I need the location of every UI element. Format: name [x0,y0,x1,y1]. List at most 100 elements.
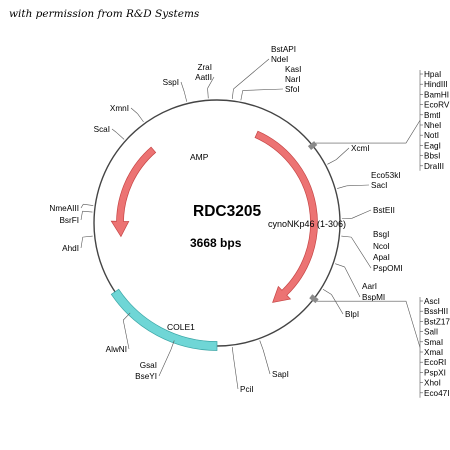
site-tick [123,312,131,321]
amp-resistance-arrow[interactable] [110,146,157,238]
insert-label: cynoNKp46 (1-306) [268,219,346,229]
site-tick [335,263,345,268]
site-tick [137,113,144,123]
site-leader-line [180,81,185,93]
site-label-gsai: GsaI [140,361,157,370]
site-leader-line [207,76,215,89]
mcs1-site-draiii: DraIII [424,162,444,171]
site-leader-line [122,320,130,350]
site-tick [337,185,347,189]
feature-label-cole1: COLE1 [167,322,195,332]
site-label-kasi: KasI [285,65,301,74]
site-label-alwni: AlwNI [106,345,127,354]
site-leader-line [158,349,172,377]
site-tick [259,340,264,350]
site-label-zrai: ZraI [197,63,212,72]
mcs1-site-hpai: HpaI [424,70,441,79]
site-leader-line [130,107,138,115]
site-label-ndei: NdeI [271,55,288,64]
mcs1-site-nhei: NheI [424,121,441,130]
credit-caption: with permission from R&D Systems [9,8,200,20]
site-tick [231,88,234,99]
site-label-apai: ApaI [373,253,390,262]
site-tick [207,88,209,99]
mcs1-site-hindiii: HindIII [424,80,448,89]
site-leader-line [233,58,270,90]
mcs1-site-bmti: BmtI [424,111,441,120]
mcs2-site-sali: SalI [424,328,438,337]
site-label-aari: AarI [362,282,377,291]
site-label-bsteii: BstEII [373,206,395,215]
mcs2-site-bstz17i: BstZ17I [424,317,450,326]
site-leader-line [331,294,344,315]
mcs2-site-asci: AscI [424,297,440,306]
site-label-pcii: PciI [240,385,254,394]
mcs1-site-list: HpaIHindIIIBamHIEcoRVBmtINheINotIEagIBbs… [315,70,450,171]
site-label-bspmi: BspMI [362,293,385,302]
site-label-bsgi: BsgI [373,230,389,239]
site-label-bsrfi: BsrFI [59,216,79,225]
site-label-pspomi: PspOMI [373,264,403,273]
site-label-sfoi: SfoI [285,85,300,94]
site-label-nari: NarI [285,75,300,84]
site-label-blpi: BlpI [345,310,359,319]
mcs1-site-eagi: EagI [424,141,441,150]
site-label-xmni: XmnI [110,104,129,113]
site-label-ahdi: AhdI [62,244,79,253]
mcs1-leader-line [315,120,421,144]
site-tick [184,91,188,102]
site-label-eco53ki: Eco53kI [371,171,401,180]
site-tick [341,235,352,238]
site-label-ncoi: NcoI [373,242,390,251]
mcs2-site-ecori: EcoRI [424,358,446,367]
mcs2-site-xhoi: XhoI [424,379,441,388]
site-label-bseyi: BseYI [135,372,157,381]
mcs2-site-xmai: XmaI [424,348,443,357]
site-tick [327,159,337,165]
site-leader-line [242,88,284,91]
site-leader-line [346,184,370,187]
site-tick [322,288,332,295]
site-label-sspi: SspI [163,78,179,87]
mcs1-site-ecorv: EcoRV [424,101,450,110]
site-leader-line [262,349,271,375]
mcs1-box [307,141,318,151]
mcs1-site-bamhi: BamHI [424,90,449,99]
cole1-origin-block[interactable] [110,288,218,351]
site-leader-line [111,128,117,133]
insert-arrow[interactable] [254,130,318,303]
site-leader-line [80,237,84,249]
site-tick [82,210,93,213]
site-tick [170,340,175,350]
site-tick [82,235,93,238]
mcs2-site-smai: SmaI [424,338,443,347]
mcs2-site-pspxi: PspXI [424,368,446,377]
site-tick [83,203,94,206]
mcs2-site-bsshii: BssHII [424,307,448,316]
site-leader-line [351,209,372,219]
feature-label-amp: AMP [190,152,209,162]
site-label-scai: ScaI [94,125,110,134]
site-label-xcmi: XcmI [351,144,370,153]
site-label-aatii: AatII [195,73,212,82]
site-label-saci: SacI [371,181,387,190]
site-leader-line [233,356,239,390]
site-label-nmeaiii: NmeAIII [49,204,79,213]
site-tick [240,90,244,101]
mcs2-site-eco47iii: Eco47III [424,389,450,398]
mcs2-leader-line [317,300,421,348]
mcs1-site-noti: NotI [424,131,439,140]
site-label-bstapi: BstAPI [271,45,296,54]
site-leader-line [335,147,350,160]
plasmid-size: 3668 bps [190,236,242,250]
site-leader-line [344,266,361,298]
plasmid-name: RDC3205 [193,203,261,220]
site-leader-line [80,204,84,209]
mcs2-box [309,294,319,304]
site-leader-line [351,236,372,269]
site-tick [116,132,125,140]
